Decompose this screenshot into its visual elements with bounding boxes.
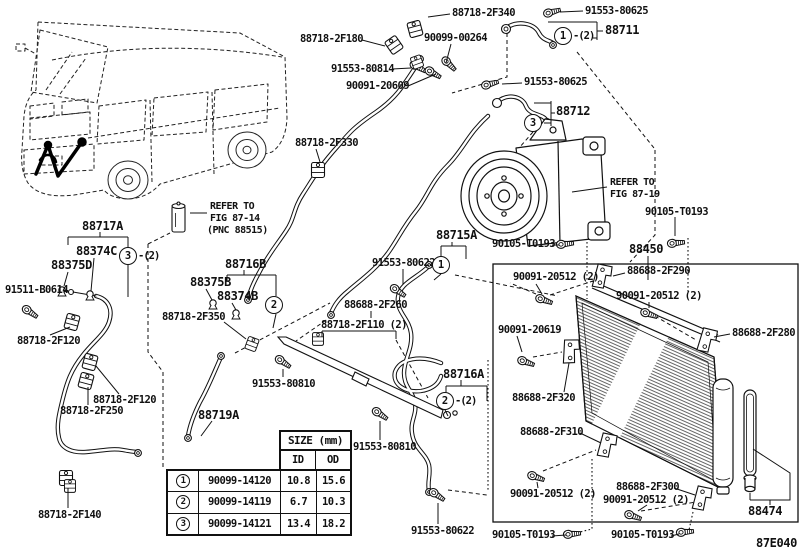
- row-od-value: 15.6: [322, 475, 345, 488]
- row-od-value: 10.3: [322, 496, 345, 509]
- ac-pipes: [55, 21, 557, 496]
- size-table-body: 1 90099-14120 10.8 15.6 2 90099-14119 6.…: [166, 469, 352, 536]
- size-table-title: SIZE (mm): [279, 430, 352, 451]
- row-number-badge: 2: [176, 495, 190, 510]
- size-table-subheader: ID OD: [279, 449, 352, 471]
- row-number-badge: 3: [176, 516, 190, 531]
- desiccant-strip: [743, 389, 757, 493]
- row-number-badge: 1: [176, 474, 190, 489]
- van-illustration: [15, 21, 288, 200]
- table-row: 2 90099-14119 6.7 10.3: [168, 491, 350, 513]
- row-part-number: 90099-14119: [199, 492, 281, 513]
- row-id-value: 10.8: [281, 471, 317, 492]
- table-row: 1 90099-14120 10.8 15.6: [168, 471, 350, 492]
- condenser-illustration: [492, 261, 799, 523]
- small-parts: [20, 5, 695, 540]
- pipe-fittings: [67, 23, 557, 496]
- row-od-value: 18.2: [322, 517, 345, 530]
- table-row: 3 90099-14121 13.4 18.2: [168, 512, 350, 534]
- compressor-illustration: [460, 118, 611, 247]
- row-part-number: 90099-14120: [199, 471, 281, 492]
- row-part-number: 90099-14121: [199, 513, 281, 534]
- condenser-box: [492, 263, 799, 523]
- receiver-drier: [712, 378, 734, 495]
- row-id-value: 6.7: [281, 492, 317, 513]
- dotted-connector-lines: [487, 238, 694, 533]
- receiver-cylinder: [171, 201, 186, 233]
- condenser-stripe: [590, 323, 669, 441]
- leader-lines: [49, 10, 791, 537]
- size-col-od: OD: [327, 454, 339, 466]
- cooler-pipe-bar: [276, 336, 458, 420]
- row-id-value: 13.4: [281, 513, 317, 534]
- size-col-id: ID: [281, 451, 316, 469]
- van-ac-hoses: [34, 137, 87, 178]
